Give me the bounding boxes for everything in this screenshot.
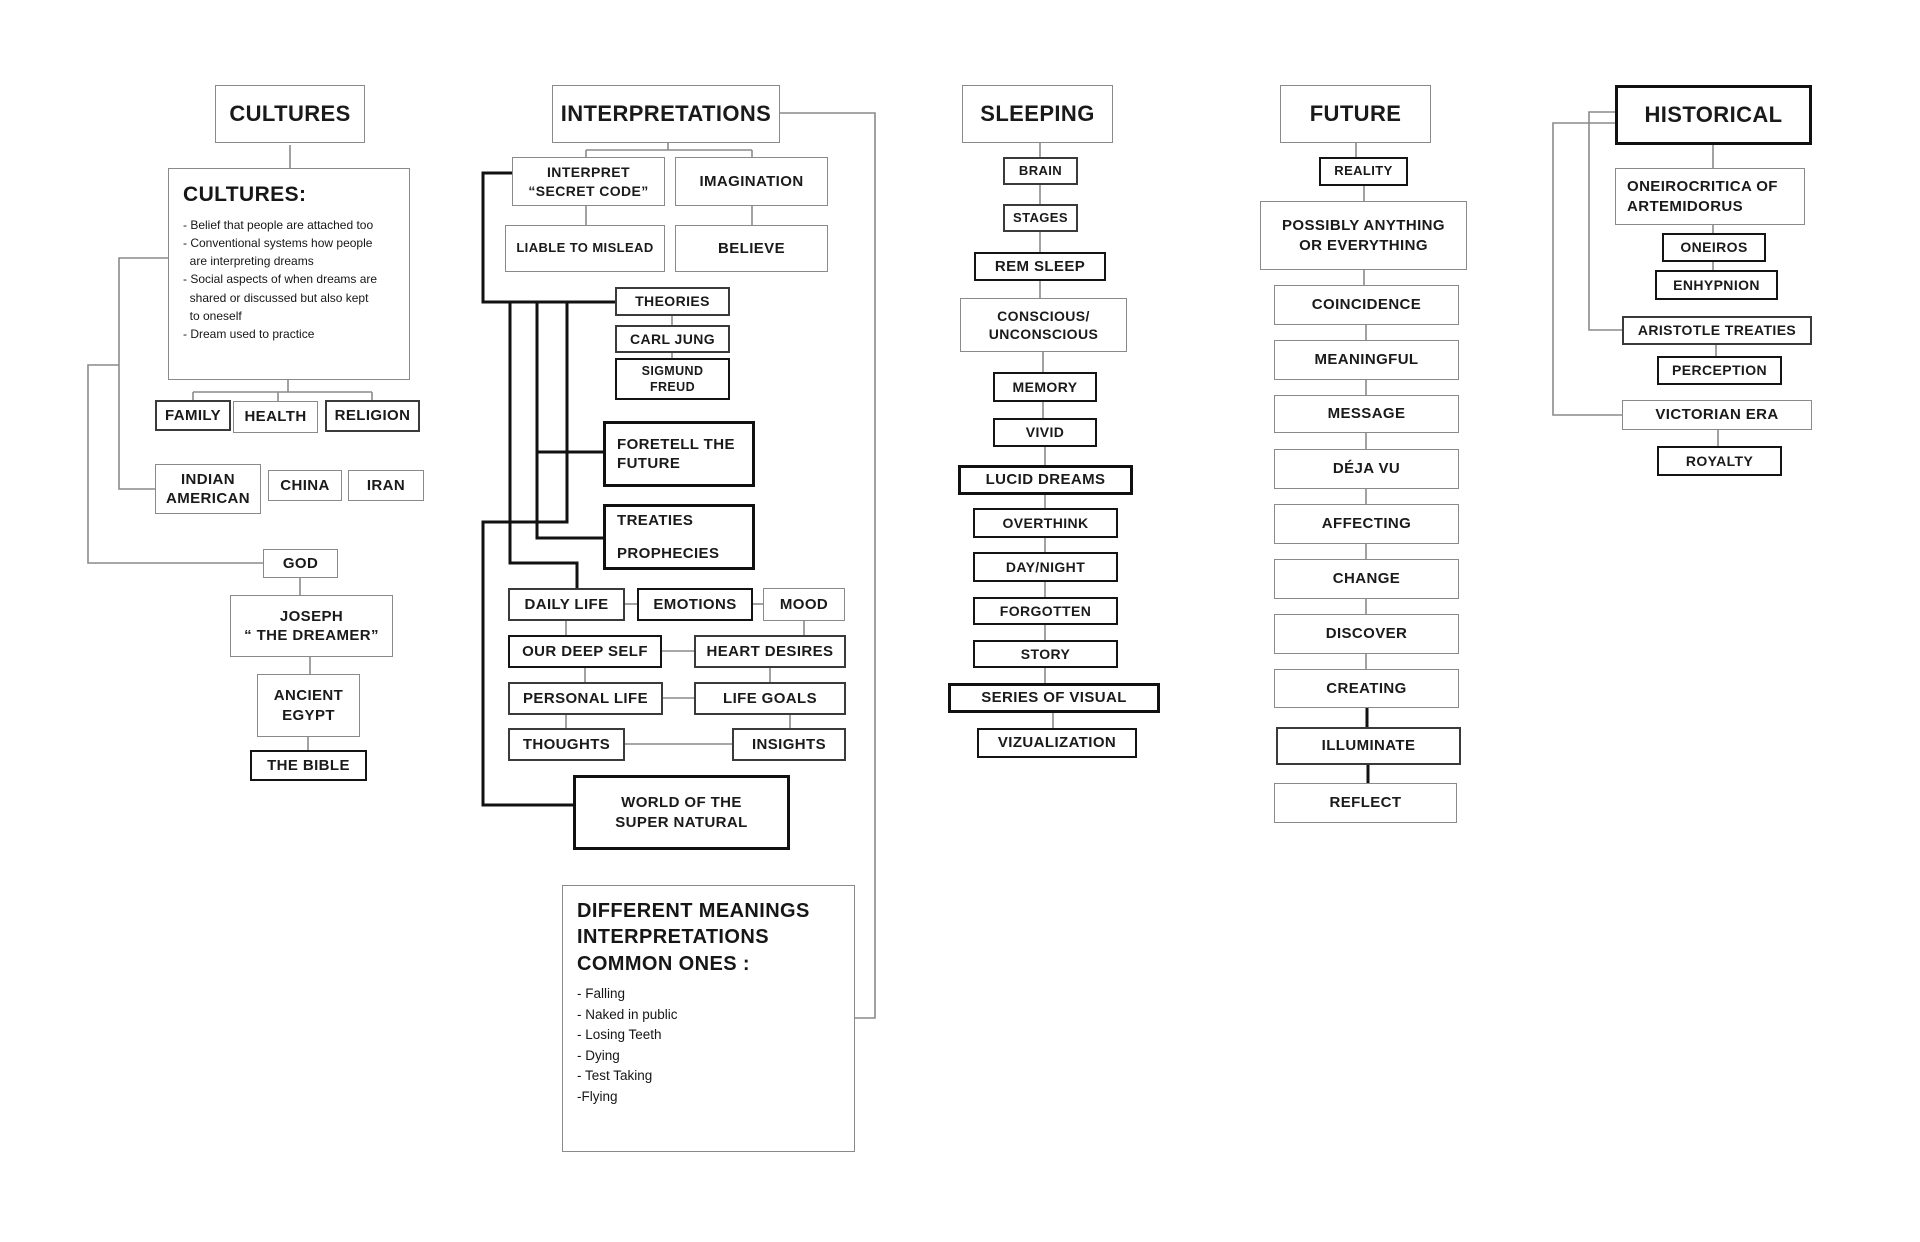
node-historical-title: HISTORICAL — [1615, 85, 1812, 145]
node-oneiros: ONEIROS — [1662, 233, 1766, 262]
node-religion: RELIGION — [325, 400, 420, 432]
connector-edge — [87, 364, 263, 564]
different-meanings-line: - Dying — [577, 1047, 620, 1063]
node-coincidence: COINCIDENCE — [1274, 285, 1459, 325]
cultures-info-line: - Dream used to practice — [183, 327, 315, 342]
node-life-goals: LIFE GOALS — [694, 682, 846, 715]
node-lucid-dreams: LUCID DREAMS — [958, 465, 1133, 495]
node-overthink: OVERTHINK — [973, 508, 1118, 538]
connector-edge — [508, 302, 579, 588]
node-god: GOD — [263, 549, 338, 578]
node-rem-sleep: REM SLEEP — [974, 252, 1106, 281]
node-foretell-the-future: FORETELL THE FUTURE — [603, 421, 755, 487]
different-meanings-line: - Naked in public — [577, 1006, 678, 1022]
node-vizualization: VIZUALIZATION — [977, 728, 1137, 758]
node-interpret-secret-code: INTERPRET “SECRET CODE” — [512, 157, 665, 206]
node-victorian-era: VICTORIAN ERA — [1622, 400, 1812, 430]
node-reality: REALITY — [1319, 157, 1408, 186]
node-affecting: AFFECTING — [1274, 504, 1459, 544]
node-perception: PERCEPTION — [1657, 356, 1782, 385]
node-illuminate: ILLUMINATE — [1276, 727, 1461, 765]
node-vivid: VIVID — [993, 418, 1097, 447]
node-world-of-the-super-natural: WORLD OF THE SUPER NATURAL — [573, 775, 790, 850]
node-memory: MEMORY — [993, 372, 1097, 402]
cultures-info-line: - Social aspects of when dreams are — [183, 272, 378, 287]
node-enhypnion: ENHYPNION — [1655, 270, 1778, 300]
node-royalty: ROYALTY — [1657, 446, 1782, 476]
node-brain: BRAIN — [1003, 157, 1078, 185]
connector-edge — [780, 112, 876, 1019]
node-meaningful: MEANINGFUL — [1274, 340, 1459, 380]
node-iran: IRAN — [348, 470, 424, 501]
node-stages: STAGES — [1003, 204, 1078, 232]
node-conscious-unconscious: CONSCIOUS/ UNCONSCIOUS — [960, 298, 1127, 352]
node-reflect: REFLECT — [1274, 783, 1457, 823]
node-change: CHANGE — [1274, 559, 1459, 599]
node-thoughts: THOUGHTS — [508, 728, 625, 761]
node-cultures-title: CULTURES — [215, 85, 365, 143]
node-ancient-egypt: ANCIENT EGYPT — [257, 674, 360, 737]
node-the-bible: THE BIBLE — [250, 750, 367, 781]
node-health: HEALTH — [233, 401, 318, 433]
connector-edge — [535, 302, 603, 540]
node-theories: THEORIES — [615, 287, 730, 316]
cultures-info-line: - Conventional systems how people — [183, 235, 373, 250]
connector-edge — [1588, 111, 1622, 331]
node-interpretations-title: INTERPRETATIONS — [552, 85, 780, 143]
node-indian-american: INDIAN AMERICAN — [155, 464, 261, 514]
node-our-deep-self: OUR DEEP SELF — [508, 635, 662, 668]
node-series-of-visual: SERIES OF VISUAL — [948, 683, 1160, 713]
cultures-info-line: - Belief that people are attached too — [183, 217, 374, 232]
node-sigmund-freud: SIGMUND FREUD — [615, 358, 730, 400]
different-meanings-line: -Flying — [577, 1088, 618, 1104]
different-meanings-line: - Falling — [577, 986, 626, 1002]
connector-edge — [481, 171, 615, 304]
node-family: FAMILY — [155, 400, 231, 431]
connector-edge — [481, 302, 573, 807]
node-future-title: FUTURE — [1280, 85, 1431, 143]
textblock-cultures-info: CULTURES: - Belief that people are attach… — [168, 168, 410, 380]
connector-edge — [118, 257, 168, 490]
different-meanings-line: - Test Taking — [577, 1068, 653, 1084]
cultures-info-line: shared or discussed but also kept — [183, 290, 369, 305]
node-daily-life: DAILY LIFE — [508, 588, 625, 621]
node-believe: BELIEVE — [675, 225, 828, 272]
node-china: CHINA — [268, 470, 342, 501]
node-liable-to-mislead: LIABLE TO MISLEAD — [505, 225, 665, 272]
cultures-info-heading: CULTURES: — [183, 183, 307, 206]
node-message: MESSAGE — [1274, 395, 1459, 433]
node-imagination: IMAGINATION — [675, 157, 828, 206]
node-discover: DISCOVER — [1274, 614, 1459, 654]
node-insights: INSIGHTS — [732, 728, 846, 761]
node-oneirocritica-of-artemidorus: ONEIROCRITICA OF ARTEMIDORUS — [1615, 168, 1805, 225]
node-possibly-anything: POSSIBLY ANYTHING OR EVERYTHING — [1260, 201, 1467, 270]
node-story: STORY — [973, 640, 1118, 668]
node-aristotle-treaties: ARISTOTLE TREATIES — [1622, 316, 1812, 345]
different-meanings-line: - Losing Teeth — [577, 1027, 662, 1043]
connector-edge — [1552, 122, 1622, 416]
node-day-night: DAY/NIGHT — [973, 552, 1118, 582]
cultures-info-line: are interpreting dreams — [183, 254, 314, 269]
different-meanings-heading: DIFFERENT MEANINGS INTERPRETATIONS COMMO… — [577, 900, 810, 975]
textblock-different-meanings: DIFFERENT MEANINGS INTERPRETATIONS COMMO… — [562, 885, 855, 1152]
node-joseph-the-dreamer: JOSEPH “ THE DREAMER” — [230, 595, 393, 657]
node-personal-life: PERSONAL LIFE — [508, 682, 663, 715]
cultures-info-line: to oneself — [183, 308, 242, 323]
node-deja-vu: DÉJA VU — [1274, 449, 1459, 489]
node-mood: MOOD — [763, 588, 845, 621]
node-emotions: EMOTIONS — [637, 588, 753, 621]
node-treaties-prophecies: TREATIES PROPHECIES — [603, 504, 755, 570]
node-forgotten: FORGOTTEN — [973, 597, 1118, 625]
node-carl-jung: CARL JUNG — [615, 325, 730, 353]
node-sleeping-title: SLEEPING — [962, 85, 1113, 143]
node-heart-desires: HEART DESIRES — [694, 635, 846, 668]
node-creating: CREATING — [1274, 669, 1459, 708]
